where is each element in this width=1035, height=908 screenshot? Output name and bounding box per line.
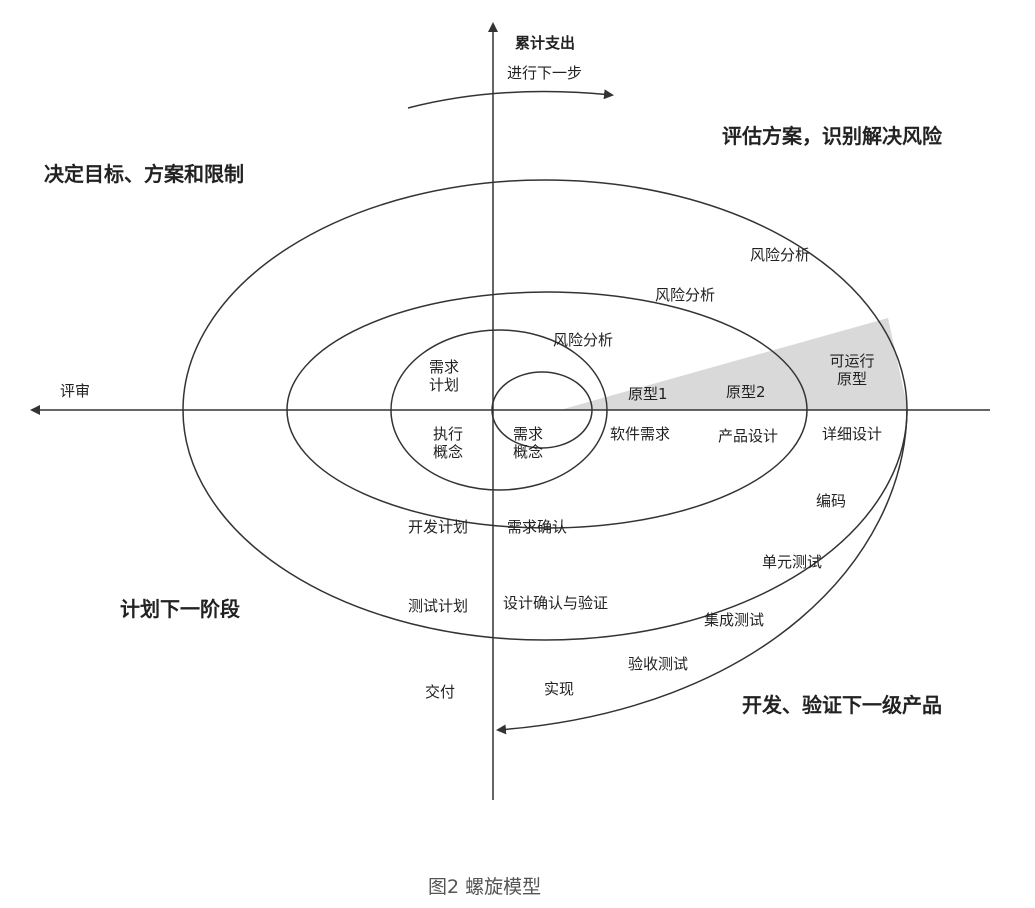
acceptance-test-label: 验收测试 [628, 655, 689, 673]
prototype-shaded-wedge [560, 318, 908, 410]
operational-prototype-line1: 可运行 [829, 352, 875, 370]
spiral-outer-tail [496, 409, 908, 735]
operational-prototype-label: 可运行 原型 [822, 352, 882, 388]
product-design-label: 产品设计 [718, 427, 779, 445]
operation-concept-line2: 概念 [432, 443, 463, 461]
figure-caption: 图2 螺旋模型 [428, 876, 542, 898]
detailed-design-label: 详细设计 [822, 425, 883, 443]
software-requirements-label: 软件需求 [610, 425, 671, 443]
quadrant-bottom-right-title: 开发、验证下一级产品 [742, 693, 942, 717]
quadrant-top-left-title: 决定目标、方案和限制 [44, 162, 244, 186]
development-plan-label: 开发计划 [408, 518, 469, 536]
implementation-label: 实现 [544, 680, 575, 698]
prototype-1-label: 原型1 [628, 385, 668, 403]
risk-analysis-label-middle: 风险分析 [655, 286, 716, 304]
operational-prototype-line2: 原型 [836, 370, 867, 388]
requirements-concept-line1: 需求 [512, 425, 543, 443]
horizontal-axis-label: 评审 [60, 382, 91, 400]
quadrant-top-right-title: 评估方案，识别解决风险 [722, 124, 942, 148]
next-step-label: 进行下一步 [507, 64, 583, 82]
requirements-plan-line1: 需求 [428, 358, 459, 376]
requirements-concept-line2: 概念 [512, 443, 543, 461]
integration-test-label: 集成测试 [704, 611, 765, 629]
quadrant-bottom-left-title: 计划下一阶段 [120, 597, 240, 621]
requirements-validation-label: 需求确认 [507, 518, 568, 536]
operation-concept-line1: 执行 [432, 425, 463, 443]
test-plan-label: 测试计划 [408, 597, 469, 615]
prototype-2-label: 原型2 [726, 383, 766, 401]
requirements-plan-line2: 计划 [428, 376, 459, 394]
unit-test-label: 单元测试 [762, 553, 823, 571]
requirements-plan-label: 需求 计划 [424, 358, 464, 394]
operation-concept-label: 执行 概念 [428, 425, 468, 461]
design-validation-label: 设计确认与验证 [503, 594, 609, 612]
requirements-concept-label: 需求 概念 [508, 425, 548, 461]
next-step-arrow [407, 89, 614, 109]
delivery-label: 交付 [425, 683, 456, 701]
vertical-axis-label: 累计支出 [515, 34, 576, 52]
risk-analysis-label-inner: 风险分析 [553, 331, 614, 349]
risk-analysis-label-outer: 风险分析 [750, 246, 811, 264]
coding-label: 编码 [816, 492, 847, 510]
